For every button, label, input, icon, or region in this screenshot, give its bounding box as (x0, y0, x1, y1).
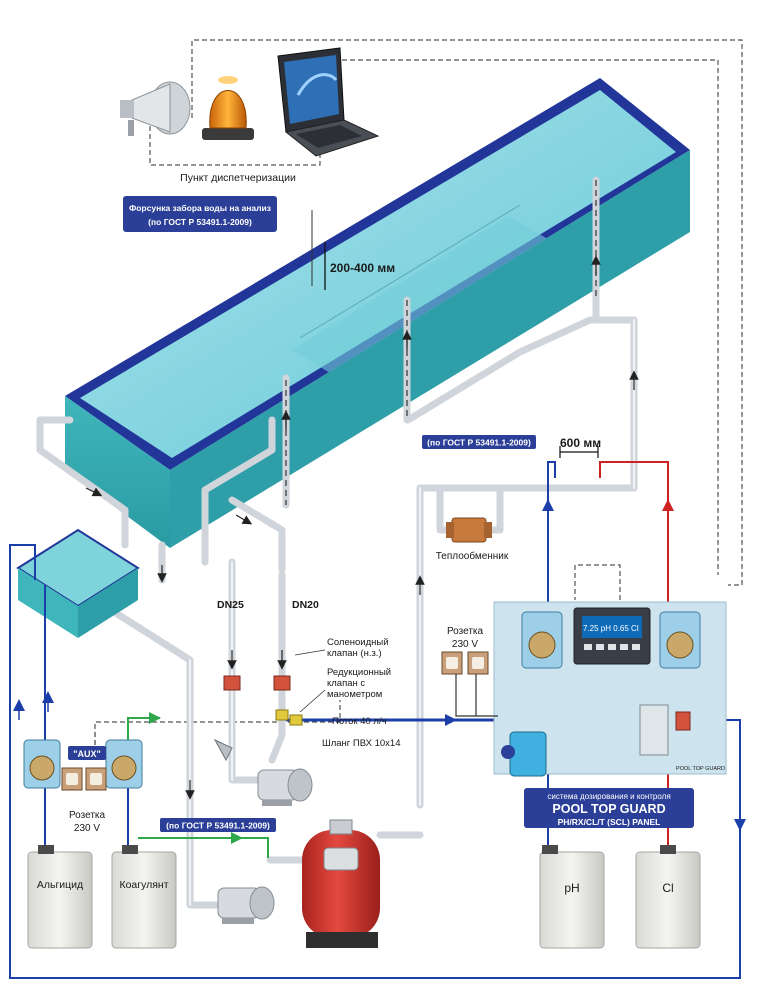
product-tag (524, 788, 694, 828)
tank-cl-label: Cl (662, 881, 673, 895)
reducer-label-3: манометром (327, 689, 382, 700)
dn25-label: DN25 (217, 599, 244, 611)
canister-coagulant (111, 845, 177, 949)
nozzle-tag-line1: Форсунка забора воды на анализ (129, 203, 271, 213)
canister-cl (635, 845, 701, 949)
socket-left-label-1: Розетка (69, 810, 106, 821)
panel-small-label: POOL TOP GUARD (676, 766, 725, 772)
gost-tag-top-text: (по ГОСТ Р 53491.1-2009) (427, 438, 531, 448)
tank-algicide-label: Альгицид (37, 879, 83, 891)
tank-ph-label: pH (564, 881, 579, 895)
system-title: система дозирования и контроля (547, 792, 670, 801)
canister-algicide (27, 845, 93, 949)
flow-arrows-black (85, 255, 639, 800)
filter-pump (217, 886, 275, 924)
hose-label: Шланг ПВХ 10х14 (322, 738, 401, 749)
balance-tank (16, 528, 140, 638)
depth-label: 200-400 мм (330, 261, 395, 275)
pool (65, 78, 690, 548)
reducer-label-2: клапан с (327, 678, 365, 689)
aux-tag (68, 746, 106, 760)
drain-lines (285, 180, 597, 505)
beacon-icon (202, 76, 254, 140)
product-name: POOL TOP GUARD (552, 802, 665, 816)
dn20-label: DN20 (292, 599, 319, 611)
valves (213, 675, 303, 762)
sand-filter (302, 819, 380, 948)
aux-label: "AUX" (73, 749, 101, 759)
gost-tag-bottom-text: (по ГОСТ Р 53491.1-2009) (166, 821, 270, 831)
socket-left-label-2: 230 V (74, 823, 100, 834)
controller-screen: 7.25 pH 0.65 Cl (583, 624, 639, 633)
solenoid-label-1: Соленоидный (327, 637, 389, 648)
canister-ph (539, 845, 605, 949)
flow-label: Поток 40 л/ч (332, 716, 387, 727)
loudspeaker-icon (120, 81, 191, 136)
canisters (27, 845, 701, 949)
reducer-label-1: Редукционный (327, 667, 391, 678)
solenoid-label-2: клапан (н.з.) (327, 648, 382, 659)
distance-label: 600 мм (560, 436, 601, 450)
gost-tag-bottom (160, 818, 276, 832)
left-dosing-pumps (23, 739, 143, 791)
tank-coagulant-label: Коагулянт (119, 879, 168, 891)
circulation-pump (257, 768, 313, 806)
heat-exchanger-label: Теплообменник (436, 550, 509, 562)
heat-exchanger (446, 517, 492, 543)
control-panel (493, 601, 727, 777)
product-sub: PH/RX/CL/T (SCL) PANEL (558, 817, 661, 827)
laptop-icon (277, 47, 380, 157)
socket-right-label-2: 230 V (452, 639, 478, 650)
gost-tag-top (422, 435, 536, 449)
socket-right (441, 651, 498, 717)
nozzle-tag-line2: (по ГОСТ Р 53491.1-2009) (148, 217, 252, 227)
socket-right-label-1: Розетка (447, 626, 484, 637)
dispatch-point-label: Пункт диспетчеризации (180, 172, 296, 184)
signal-lines (94, 39, 743, 745)
nozzle-tag (123, 196, 277, 232)
